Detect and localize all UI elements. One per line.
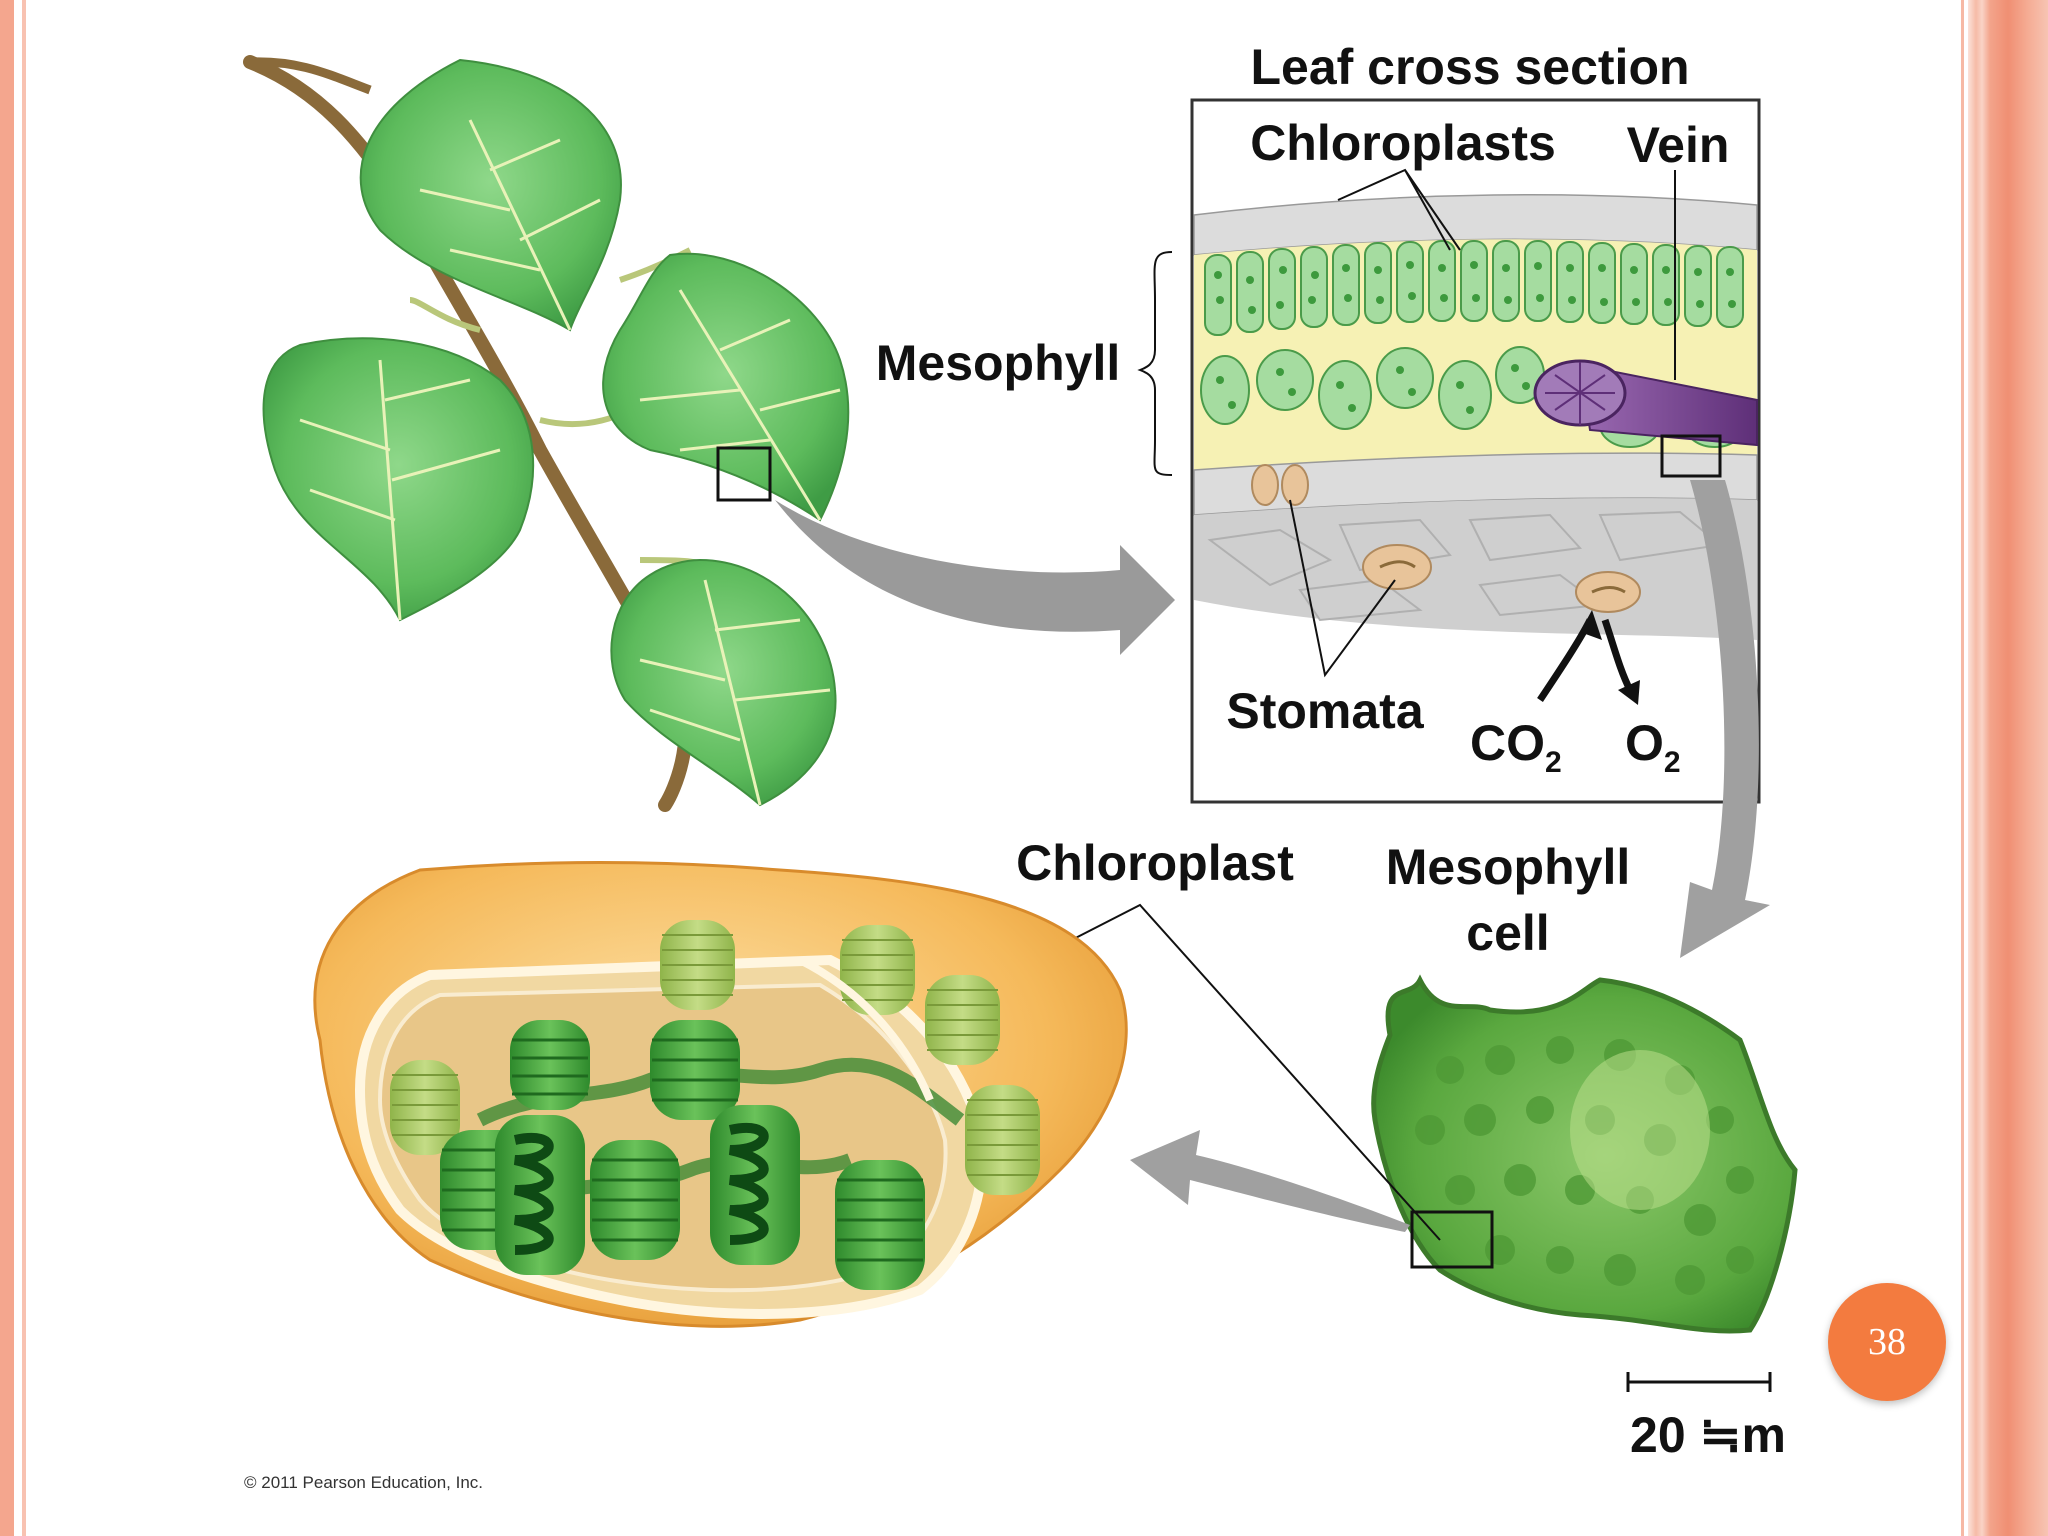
- zoom-arrow-2: [1680, 480, 1770, 958]
- granum: [840, 925, 915, 1015]
- leaf: [602, 252, 850, 522]
- stoma: [1575, 571, 1641, 613]
- granum-cutaway: [710, 1105, 800, 1265]
- zoom-box-cell: [1410, 1210, 1494, 1269]
- label-o2: O2: [1625, 715, 1681, 779]
- chloroplast-cutaway: [313, 861, 1128, 1328]
- leaf-branch-illustration: [243, 55, 850, 812]
- granum: [510, 1020, 590, 1110]
- copyright-notice: © 2011 Pearson Education, Inc.: [244, 1473, 484, 1492]
- granum: [835, 1160, 925, 1290]
- leaf-cross-section-panel: [1190, 98, 1761, 804]
- slide-frame-right-line: [1961, 0, 1964, 1536]
- mesophyll-brace: [1137, 251, 1173, 476]
- slide-frame-right: [1968, 0, 2048, 1536]
- label-mesophyll: Mesophyll: [876, 335, 1120, 391]
- chloroplast-dots: [1214, 261, 1736, 434]
- zoom-box-cross-section: [1660, 434, 1722, 478]
- granum: [590, 1140, 680, 1260]
- granum: [660, 920, 735, 1010]
- label-mesophyll-cell-line2: cell: [1466, 905, 1549, 961]
- granum-cutaway: [495, 1115, 585, 1275]
- palisade-cells: [1204, 240, 1744, 336]
- granum: [925, 975, 1000, 1065]
- slide-frame-left-line: [22, 0, 26, 1536]
- vein-bundle: [1533, 359, 1758, 447]
- granum: [390, 1060, 460, 1155]
- label-co2: CO2: [1470, 715, 1562, 779]
- slide-frame-left: [0, 0, 14, 1536]
- granum: [650, 1020, 740, 1120]
- page-number-badge: 38: [1828, 1283, 1946, 1401]
- stoma: [1251, 464, 1309, 506]
- label-leaf-cross-section: Leaf cross section: [1250, 39, 1689, 95]
- zoom-arrow-3: [1130, 1130, 1410, 1232]
- label-chloroplasts: Chloroplasts: [1250, 115, 1556, 171]
- zoom-box-leaf: [716, 446, 772, 502]
- granum: [965, 1085, 1040, 1195]
- mesophyll-cell: [1371, 974, 1798, 1334]
- o2-arrow: [1601, 618, 1634, 692]
- zoom-arrow-1: [775, 500, 1175, 655]
- label-chloroplast: Chloroplast: [1016, 835, 1294, 891]
- leaf: [610, 558, 837, 807]
- scale-bar: [1626, 1372, 1772, 1392]
- stoma: [1362, 544, 1432, 590]
- label-vein: Vein: [1627, 117, 1730, 173]
- label-stomata: Stomata: [1226, 683, 1424, 739]
- leaf: [359, 58, 622, 332]
- label-mesophyll-cell-line1: Mesophyll: [1386, 839, 1630, 895]
- leaf: [262, 337, 535, 622]
- label-scale-bar: 20 ≒m: [1630, 1407, 1786, 1463]
